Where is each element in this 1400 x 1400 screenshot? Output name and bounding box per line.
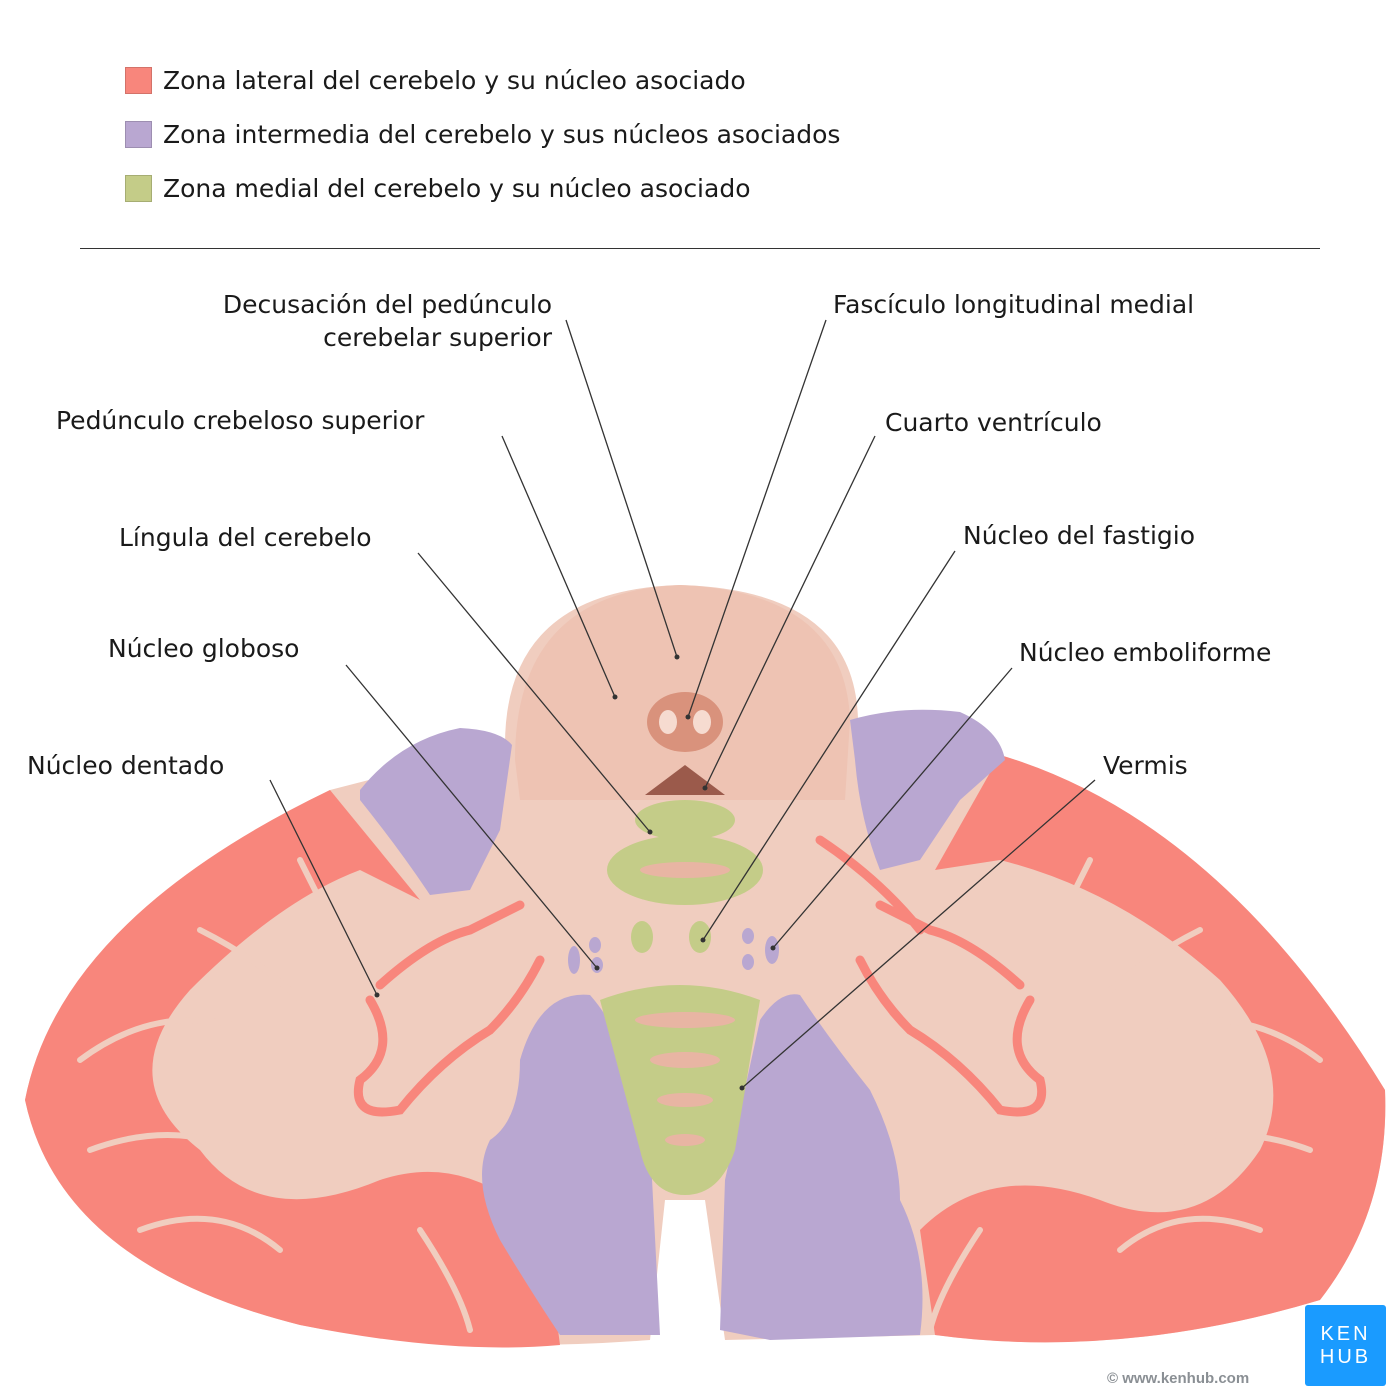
label-line: Decusación del pedúnculo: [222, 290, 552, 319]
copyright-text: © www.kenhub.com: [1107, 1370, 1250, 1387]
label-dentado: Núcleo dentado: [27, 751, 225, 780]
dentate-nucleus-right: [815, 835, 1046, 1117]
mlf: [647, 692, 723, 752]
legend-label: Zona lateral del cerebelo y su núcleo as…: [163, 66, 746, 95]
legend-label: Zona medial del cerebelo y su núcleo aso…: [163, 174, 751, 203]
label-lingula: Língula del cerebelo: [119, 523, 372, 552]
label-decusacion: Decusación del pedúnculo cerebelar super…: [150, 288, 552, 354]
kenhub-logo: KEN HUB: [1305, 1305, 1386, 1386]
leader-lines: [269, 319, 1096, 1089]
label-cuarto-ventriculo: Cuarto ventrículo: [885, 408, 1102, 437]
label-fasciculo: Fascículo longitudinal medial: [833, 290, 1195, 319]
label-vermis: Vermis: [1103, 751, 1188, 780]
legend-label: Zona intermedia del cerebelo y sus núcle…: [163, 120, 841, 149]
label-line: cerebelar superior: [323, 323, 552, 352]
legend-item-medial: Zona medial del cerebelo y su núcleo aso…: [125, 174, 751, 203]
intermediate-zone: [360, 709, 1005, 1340]
label-fastigio: Núcleo del fastigio: [963, 521, 1196, 550]
dentate-nucleus-left: [354, 900, 545, 1117]
logo-text: HUB: [1319, 1346, 1372, 1368]
lateral-zone: [25, 755, 1386, 1348]
legend-swatch-medial: [125, 175, 152, 202]
globose-emboliform-nuclei: [568, 928, 779, 974]
legend-item-lateral: Zona lateral del cerebelo y su núcleo as…: [125, 66, 746, 95]
vermis: [600, 800, 763, 1195]
legend-item-intermediate: Zona intermedia del cerebelo y sus núcle…: [125, 120, 840, 149]
label-globoso: Núcleo globoso: [108, 634, 300, 663]
legend-swatch-intermediate: [125, 121, 152, 148]
label-pedunculo: Pedúnculo crebeloso superior: [56, 406, 425, 435]
folia: [77, 857, 1323, 1333]
divider: [80, 248, 1320, 249]
legend-swatch-lateral: [125, 67, 152, 94]
label-emboliforme: Núcleo emboliforme: [1019, 638, 1272, 667]
logo-text: KEN: [1320, 1323, 1371, 1345]
fastigial-nucleus-left: [631, 921, 653, 953]
fastigial-nucleus-right: [689, 921, 711, 953]
